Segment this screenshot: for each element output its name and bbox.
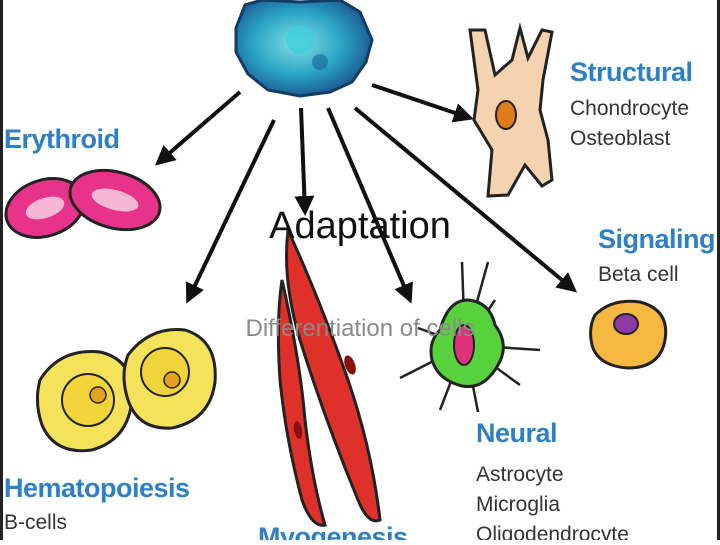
item-oligodendrocyte: Oligodendrocyte xyxy=(476,523,629,540)
signaling-label: Signaling xyxy=(598,224,716,254)
arrow-icon xyxy=(353,106,578,293)
item-microglia: Microglia xyxy=(476,493,561,516)
item-beta-cell: Beta cell xyxy=(598,263,679,286)
signaling-items: Beta cell xyxy=(598,260,679,290)
muscle-cell-icon xyxy=(276,224,382,527)
neuron-icon xyxy=(399,261,541,413)
myogenesis-label: Myogenesis xyxy=(258,522,408,540)
item-astrocyte: Astrocyte xyxy=(476,463,564,486)
item-b-cells: B-cells xyxy=(4,511,68,534)
beta-cell-icon xyxy=(589,299,668,370)
slide-title: Adaptation xyxy=(269,205,451,247)
item-osteoblast: Osteoblast xyxy=(570,127,671,150)
stem-cell-icon xyxy=(234,0,374,98)
structural-items: Chondrocyte Osteoblast xyxy=(570,94,689,154)
hematopoiesis-items: B-cells xyxy=(4,508,67,538)
arrow-icon xyxy=(294,107,315,216)
slide-subtitle: Differentiation of cells xyxy=(245,315,475,342)
erythroid-label: Erythroid xyxy=(4,124,120,154)
neural-items: Astrocyte Microglia Oligodendrocyte xyxy=(476,460,629,540)
arrow-icon xyxy=(154,90,242,166)
item-chondrocyte: Chondrocyte xyxy=(570,97,690,120)
chondrocyte-icon xyxy=(468,22,554,198)
red-blood-cell-icon xyxy=(4,168,162,239)
arrow-icon xyxy=(326,107,413,304)
b-cell-icon xyxy=(35,328,217,453)
arrows xyxy=(154,83,578,304)
neural-label: Neural xyxy=(476,418,558,448)
arrow-icon xyxy=(371,83,474,123)
arrow-icon xyxy=(185,119,276,304)
hematopoiesis-label: Hematopoiesis xyxy=(4,473,190,503)
structural-label: Structural xyxy=(570,57,693,87)
